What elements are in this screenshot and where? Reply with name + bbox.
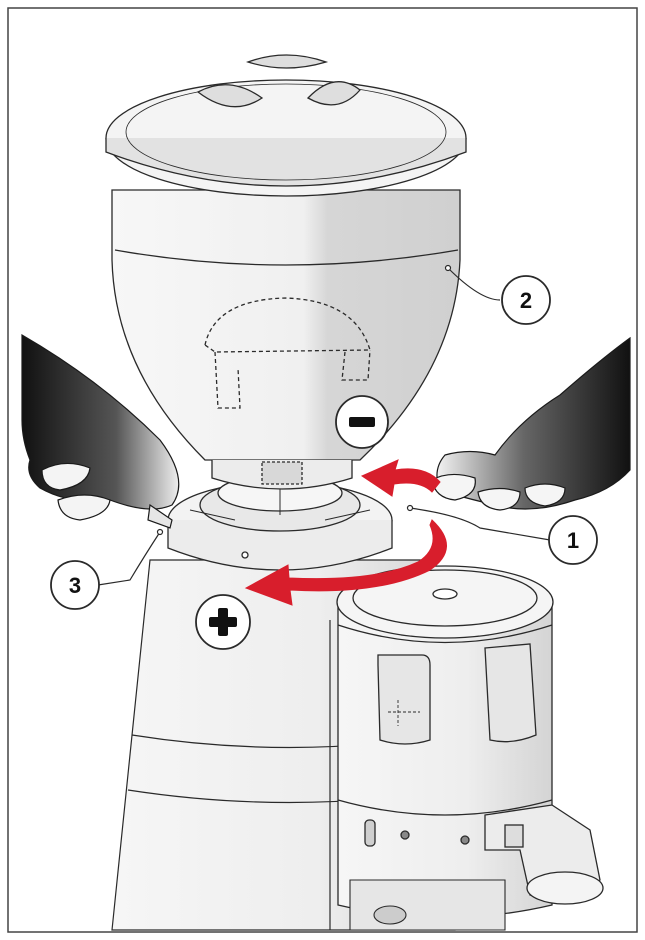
callout-3-label: 3: [69, 573, 81, 598]
minus-sign-badge: -: [335, 395, 389, 449]
left-hand: [21, 333, 180, 529]
plus-sign-badge: +: [195, 594, 251, 650]
callout-leaders: [97, 264, 551, 586]
arrow-counterclockwise: [360, 459, 441, 497]
callout-2: 2: [501, 275, 551, 325]
plus-icon: [209, 608, 237, 636]
callout-1: 1: [548, 515, 598, 565]
bean-hopper: [105, 54, 467, 490]
doser-cylinder: [336, 565, 604, 919]
plus-label: +: [223, 620, 224, 623]
callout-1-label: 1: [567, 528, 579, 553]
rotation-arrows: [244, 459, 447, 606]
arrow-clockwise: [244, 519, 447, 606]
callout-3: 3: [50, 560, 100, 610]
base-detail: [349, 879, 506, 931]
right-hand: [431, 336, 631, 511]
callout-2-label: 2: [520, 288, 532, 313]
minus-icon: [349, 417, 375, 427]
